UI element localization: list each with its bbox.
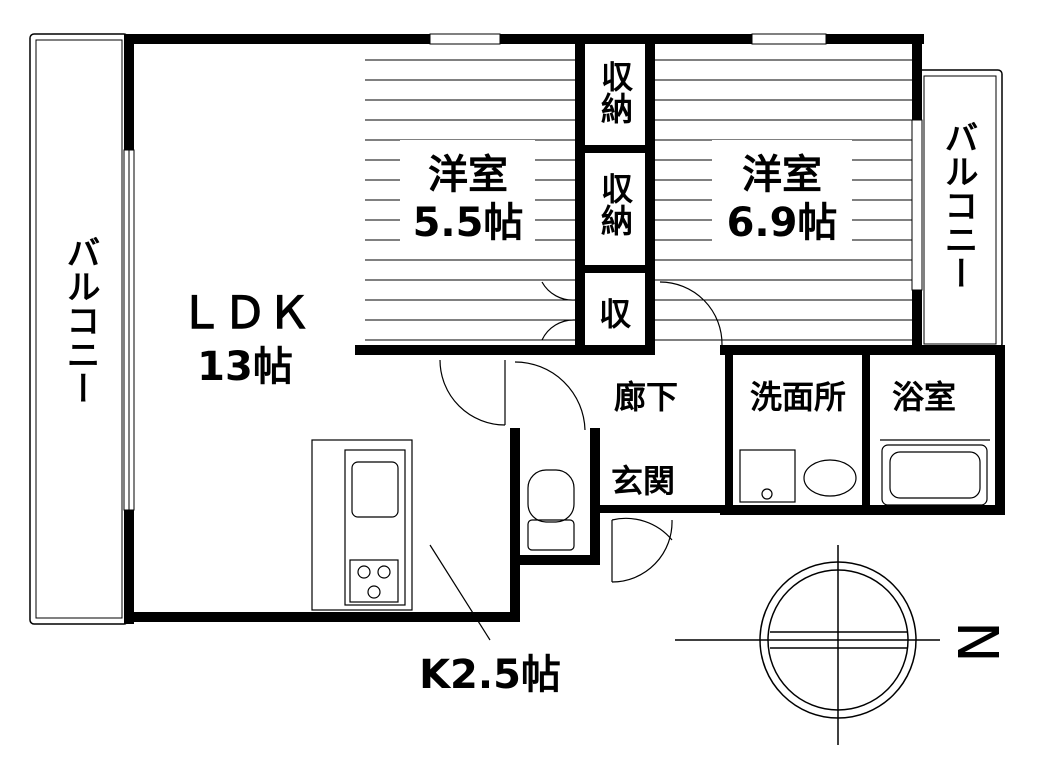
- door-swings: [439, 281, 723, 583]
- kitchen-counter: [311, 439, 491, 641]
- kitchen-label: K2.5帖: [419, 652, 561, 698]
- entrance-label: 玄関: [611, 462, 675, 500]
- western-room1-name: 洋室: [428, 152, 508, 198]
- bathtub: [880, 439, 990, 506]
- bathroom-label: 浴室: [892, 378, 956, 416]
- western-room1-size: 5.5帖: [413, 200, 524, 246]
- hallway-label: 廊下: [614, 378, 678, 416]
- ldk-size: 13帖: [197, 344, 293, 390]
- ldk-name: ＬＤＫ: [179, 288, 311, 339]
- storage-a-label: 収納: [596, 60, 634, 124]
- wash-basin: [739, 449, 857, 503]
- compass: [675, 545, 940, 745]
- balcony-left-label: バルコニー: [60, 235, 100, 405]
- storage-c-label: 収: [599, 295, 631, 333]
- washroom-label: 洗面所: [750, 378, 846, 416]
- storage-b-label: 収納: [596, 172, 634, 236]
- western-room2-name: 洋室: [742, 152, 822, 198]
- north-label: N: [944, 621, 1009, 663]
- toilet: [527, 469, 575, 551]
- balcony-right-label: バルコニー: [938, 120, 978, 290]
- western-room2-size: 6.9帖: [727, 200, 838, 246]
